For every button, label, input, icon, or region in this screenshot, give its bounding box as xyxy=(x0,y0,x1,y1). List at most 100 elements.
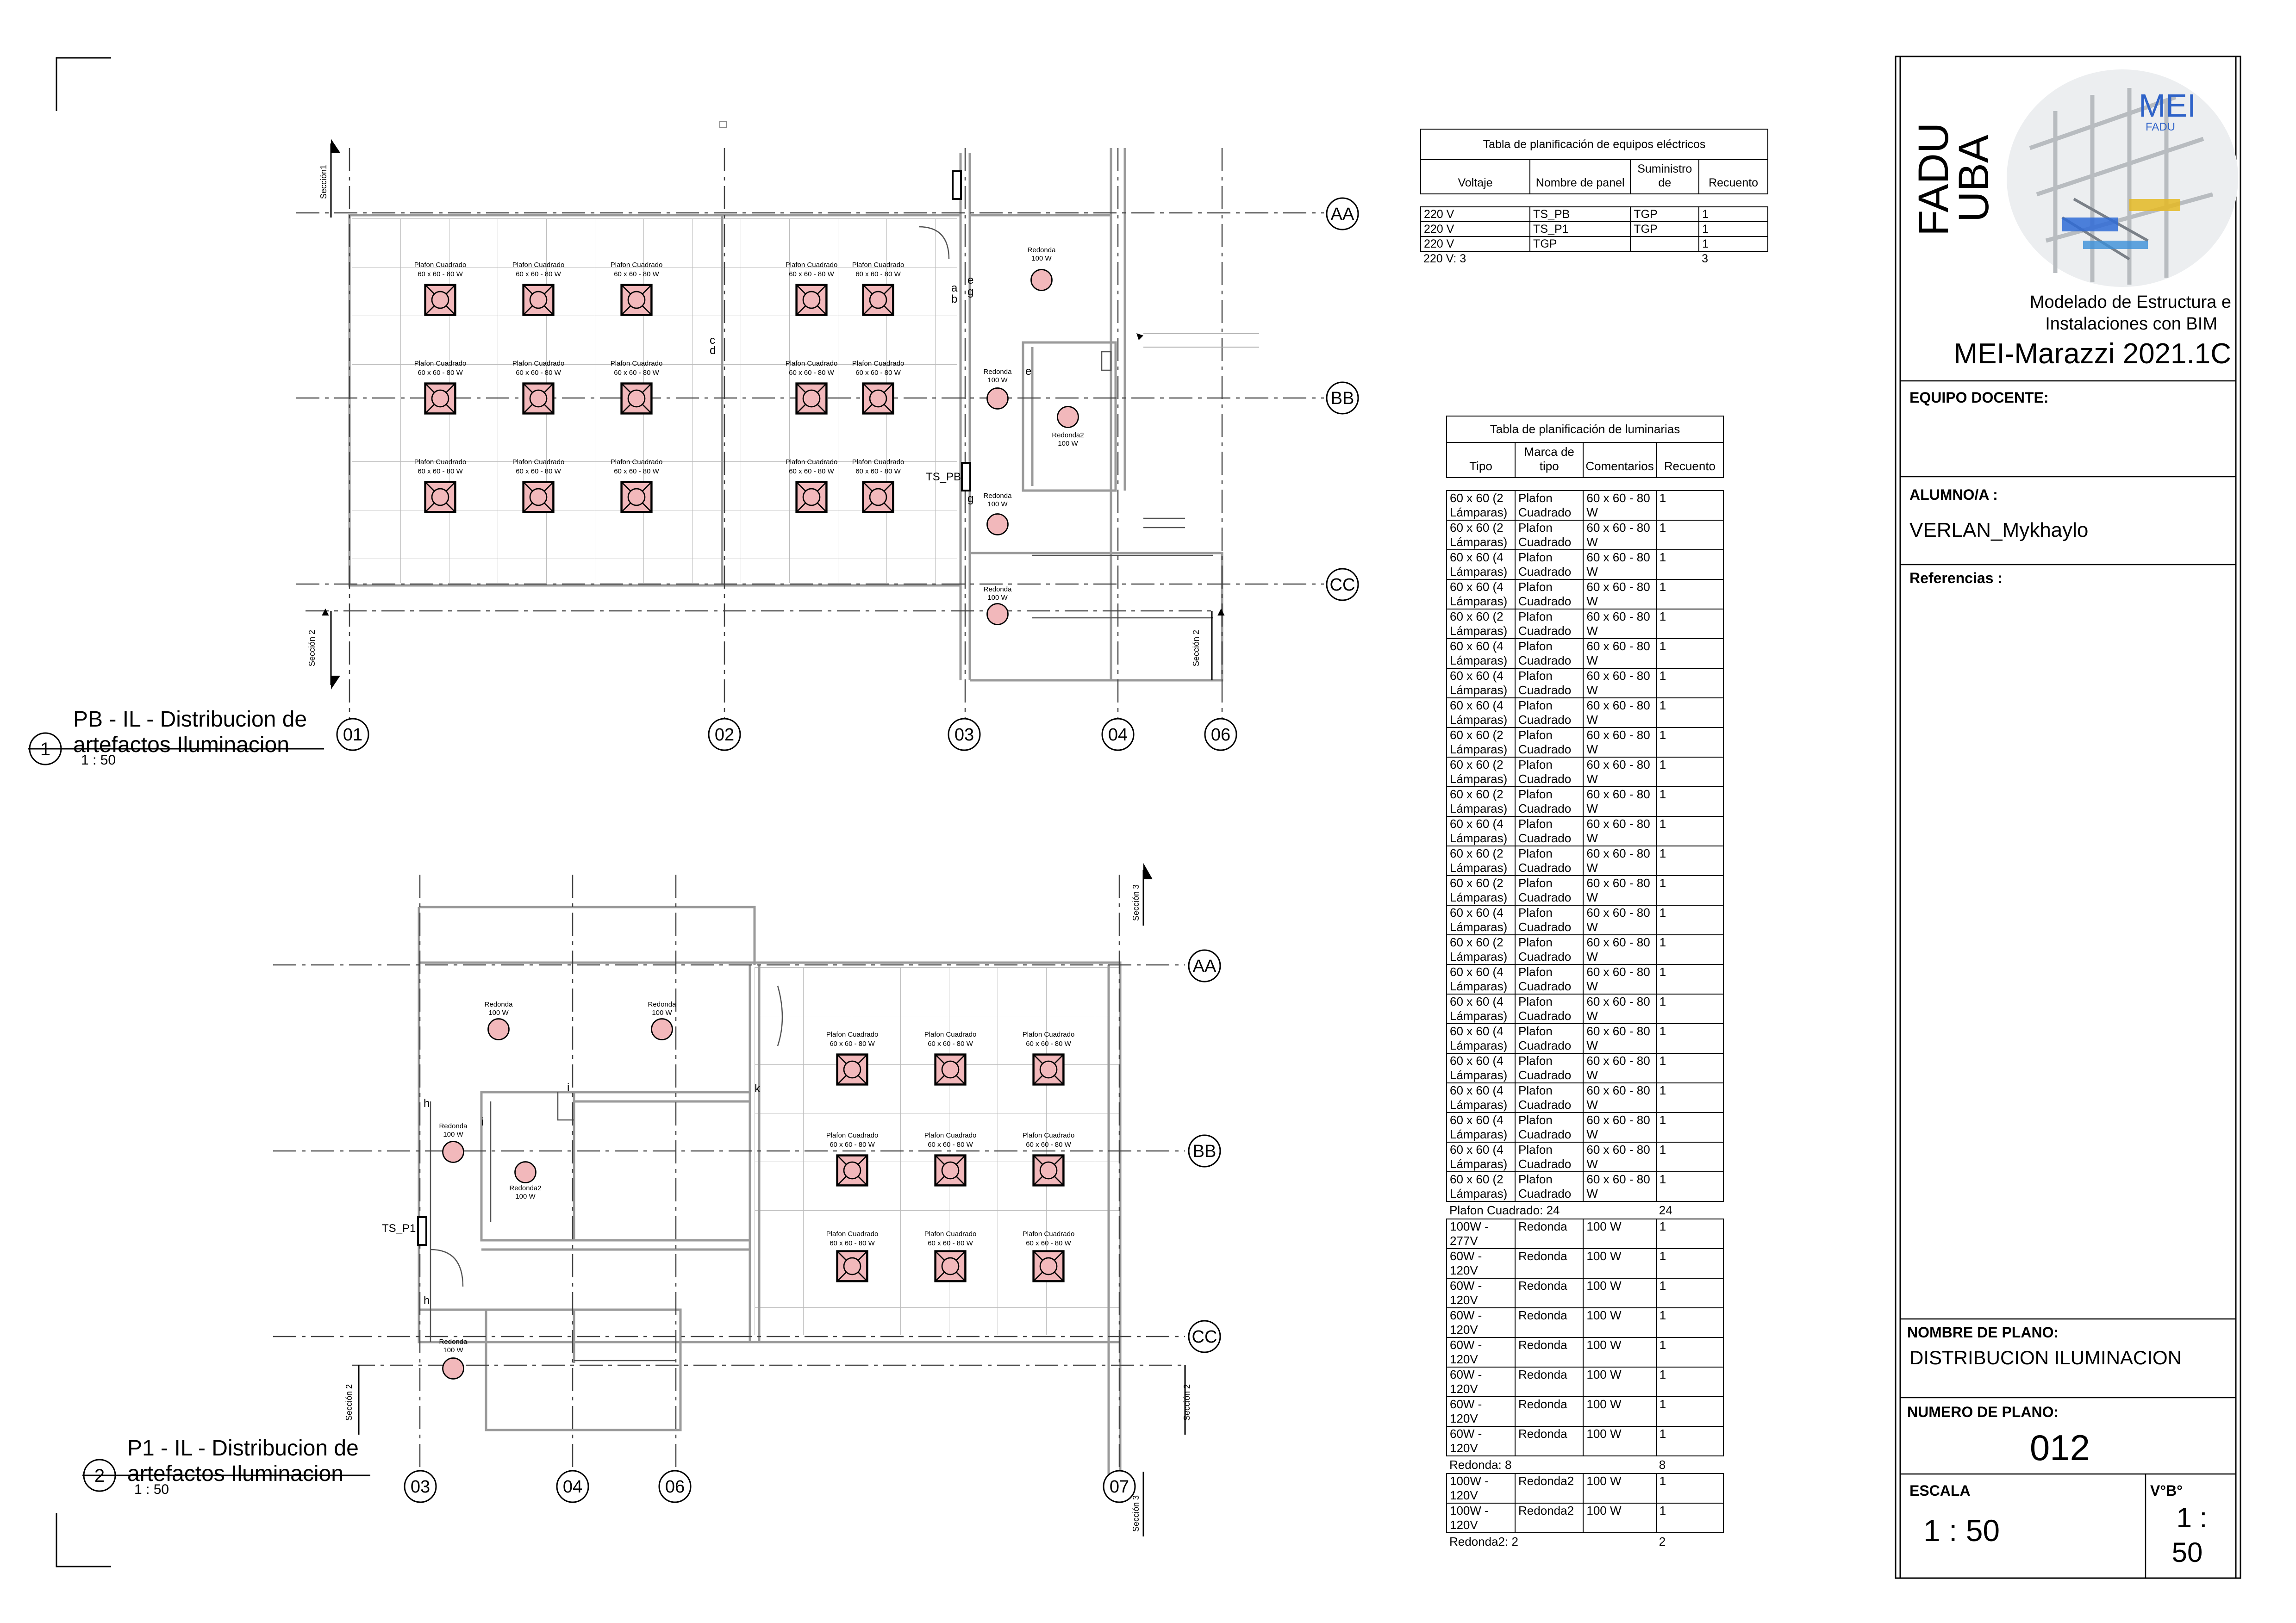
section-markers-pb: Sección1 Sección 2 Sección 2 ▲ ▲ xyxy=(307,139,1227,690)
svg-text:07: 07 xyxy=(1110,1477,1129,1497)
luminaire-redonda-row-cell: 100W - 277V xyxy=(1446,1219,1516,1249)
section-markers-p1: Sección 2 Sección 2 Sección 3 Sección 3 xyxy=(344,863,1192,1536)
svg-text:06: 06 xyxy=(1211,725,1230,745)
luminaire-plafon-row-cell: 60 x 60 (4 Lámparas) xyxy=(1446,994,1516,1024)
luminaire-plafon-row-cell: 1 xyxy=(1655,875,1724,906)
luminaire-plafon-row-cell: 60 x 60 - 80 W xyxy=(1583,994,1657,1024)
svg-text:Sección 3: Sección 3 xyxy=(1131,884,1141,921)
svg-text:Plafon Cuadrado: Plafon Cuadrado xyxy=(512,458,565,466)
nombre-label: NOMBRE DE PLANO: xyxy=(1907,1324,2059,1341)
svg-text:e: e xyxy=(1025,365,1031,378)
svg-text:Redonda: Redonda xyxy=(648,1001,677,1008)
luminaire-redonda-row-cell: 1 xyxy=(1655,1219,1724,1249)
luminaire-plafon-row-cell: 1 xyxy=(1655,668,1724,698)
svg-text:FADU: FADU xyxy=(2146,121,2175,133)
electrical-schedule-table: Tabla de planificación de equipos eléctr… xyxy=(1420,129,1768,266)
luminaire-plafon-row-cell: 60 x 60 (4 Lámparas) xyxy=(1446,697,1516,728)
luminaire-plafon-row-cell: 60 x 60 - 80 W xyxy=(1583,1053,1657,1083)
electrical-schedule-row-cell: TGP xyxy=(1630,206,1700,222)
luminaire-plafon-row-cell: 60 x 60 - 80 W xyxy=(1583,1171,1657,1202)
grid-bubbles-p1: 03 04 06 07 AA BB CC xyxy=(404,949,1221,1503)
switch-tags-p1: h i k i h xyxy=(424,1082,761,1307)
svg-text:Plafon Cuadrado: Plafon Cuadrado xyxy=(786,458,838,466)
mei-building-logo: MEI FADU xyxy=(2007,69,2238,287)
luminaire-redonda-row-cell: 60W - 120V xyxy=(1446,1307,1516,1338)
svg-text:Plafon Cuadrado: Plafon Cuadrado xyxy=(1023,1031,1075,1038)
svg-text:Redonda: Redonda xyxy=(984,492,1012,500)
svg-text:100 W: 100 W xyxy=(443,1346,463,1354)
svg-text:Redonda: Redonda xyxy=(439,1122,468,1130)
svg-text:100 W: 100 W xyxy=(488,1009,509,1017)
luminaire-redonda-row-cell: 1 xyxy=(1655,1426,1724,1456)
elec-header-suministro: Suministro de xyxy=(1630,159,1700,194)
svg-text:60 x 60 - 80 W: 60 x 60 - 80 W xyxy=(516,467,561,475)
luminaire-redonda-row-cell: 60W - 120V xyxy=(1446,1278,1516,1308)
lum-header-comentarios: Comentarios xyxy=(1583,442,1657,478)
luminaire-plafon-row-cell: 1 xyxy=(1655,905,1724,935)
luminaire-plafon-row-cell: 60 x 60 - 80 W xyxy=(1583,1142,1657,1172)
svg-text:Sección 2: Sección 2 xyxy=(1182,1384,1192,1421)
redonda2-total-label: Redonda2: 2 xyxy=(1449,1535,1518,1548)
luminaire-plafon-row-cell: 1 xyxy=(1655,727,1724,758)
svg-text:60 x 60 - 80 W: 60 x 60 - 80 W xyxy=(1026,1040,1071,1048)
nombre-value: DISTRIBUCION ILUMINACION xyxy=(1909,1347,2182,1368)
luminaire-plafon-row-cell: 60 x 60 (2 Lámparas) xyxy=(1446,490,1516,521)
luminaire-plafon-row-cell: 60 x 60 (2 Lámparas) xyxy=(1446,786,1516,817)
luminaire-plafon-row-cell: Plafon Cuadrado xyxy=(1515,638,1584,669)
luminaire-plafon-row-cell: 60 x 60 (2 Lámparas) xyxy=(1446,934,1516,965)
svg-text:AA: AA xyxy=(1193,957,1217,976)
svg-text:100 W: 100 W xyxy=(987,500,1008,508)
lum-header-marca: Marca de tipo xyxy=(1515,442,1584,478)
svg-text:Plafon Cuadrado: Plafon Cuadrado xyxy=(512,261,565,269)
luminaire-plafon-row-cell: 60 x 60 (4 Lámparas) xyxy=(1446,549,1516,580)
luminaire-plafon-row-cell: 1 xyxy=(1655,934,1724,965)
luminaire-redonda-row-cell: 100 W xyxy=(1583,1396,1657,1427)
svg-text:100 W: 100 W xyxy=(987,594,1008,602)
svg-text:BB: BB xyxy=(1331,389,1354,408)
luminaire-redonda-row-cell: Redonda xyxy=(1515,1278,1584,1308)
svg-text:a: a xyxy=(951,282,958,294)
luminaire-plafon-row-cell: Plafon Cuadrado xyxy=(1515,757,1584,787)
electrical-schedule-row-cell: TS_PB xyxy=(1529,206,1631,222)
luminaire-redonda-row-cell: 60W - 120V xyxy=(1446,1248,1516,1279)
svg-text:g: g xyxy=(967,286,973,298)
svg-text:60 x 60 - 80 W: 60 x 60 - 80 W xyxy=(516,369,561,377)
luminaire-redonda-row-cell: 100 W xyxy=(1583,1307,1657,1338)
luminaire-plafon-row-cell: 60 x 60 - 80 W xyxy=(1583,757,1657,787)
luminaire-plafon-row-cell: 1 xyxy=(1655,786,1724,817)
luminaire-plafon-row-cell: Plafon Cuadrado xyxy=(1515,490,1584,521)
svg-text:CC: CC xyxy=(1192,1327,1217,1347)
luminaire-plafon-row-cell: Plafon Cuadrado xyxy=(1515,1112,1584,1143)
svg-text:60 x 60 - 80 W: 60 x 60 - 80 W xyxy=(789,369,834,377)
luminaire-plafon-row-cell: 60 x 60 - 80 W xyxy=(1583,579,1657,609)
luminaire-plafon-row-cell: Plafon Cuadrado xyxy=(1515,816,1584,846)
electrical-schedule-row-cell: 220 V xyxy=(1420,206,1531,222)
luminaire-schedule-title: Tabla de planificación de luminarias xyxy=(1446,416,1724,443)
luminaire-redonda-row-cell: 100 W xyxy=(1583,1248,1657,1279)
luminaire-plafon-row-cell: Plafon Cuadrado xyxy=(1515,520,1584,550)
luminaire-plafon-row-cell: 60 x 60 - 80 W xyxy=(1583,1082,1657,1113)
luminaire-redonda2-row-cell: 1 xyxy=(1655,1473,1724,1504)
